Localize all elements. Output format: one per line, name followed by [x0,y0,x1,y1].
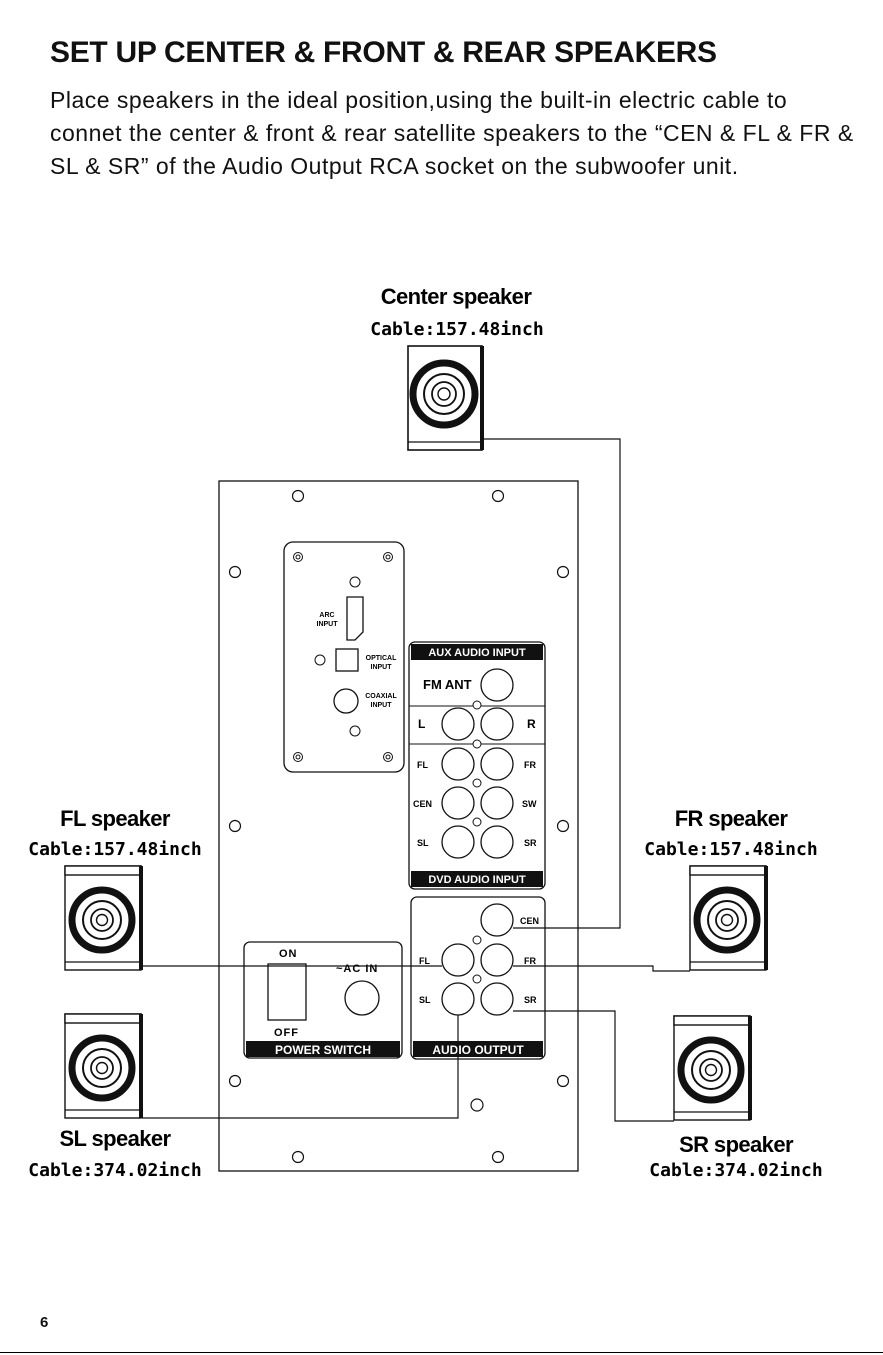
sr-speaker-label: SR speaker [679,1132,794,1157]
output-fr-jack [480,943,514,977]
fm-ant-label: FM ANT [423,677,472,692]
output-sr-jack [480,982,514,1016]
sr-speaker-cable: Cable:374.02inch [649,1160,822,1181]
aux-dvd-input-panel: AUX AUDIO INPUT FM ANT L R FL FR CEN SW … [408,641,546,890]
sr-speaker-icon [674,1016,750,1120]
audio-output-label: AUDIO OUTPUT [432,1043,524,1057]
center-cable [482,438,621,929]
fr-speaker-icon [690,866,766,970]
fl-speaker-label: FL speaker [60,806,171,831]
aux-audio-input-label: AUX AUDIO INPUT [428,647,526,659]
page-title: SET UP CENTER & FRONT & REAR SPEAKERS [50,36,717,69]
page-number: 6 [40,1314,49,1331]
fr-speaker-cable: Cable:157.48inch [644,839,817,860]
coaxial-input-label-1: COAXIAL [365,693,397,700]
digital-input-plate: ARC INPUT OPTICAL INPUT COAXIAL INPUT [283,541,405,773]
output-cen-label: CEN [520,916,539,926]
fm-antenna-jack [480,668,514,702]
bottom-rule [0,1352,883,1353]
power-off-label: OFF [274,1027,299,1039]
output-fr-label: FR [524,956,536,966]
center-speaker-label: Center speaker [381,284,533,309]
dvd-fl-label: FL [417,760,428,770]
dvd-cen-label: CEN [413,799,432,809]
ac-in-label: ~AC IN [336,963,378,975]
arc-input-label-2: INPUT [317,621,339,628]
rca-jacks [441,707,514,859]
fr-speaker-label: FR speaker [675,806,789,831]
hdmi-port-icon [346,596,364,641]
sl-speaker-icon [65,1014,141,1118]
ac-in-socket [344,980,380,1016]
fl-speaker-cable: Cable:157.48inch [28,839,201,860]
fr-cable [513,965,690,972]
center-speaker-icon [408,346,482,450]
sl-cable [142,1015,459,1119]
dvd-sr-label: SR [524,838,537,848]
optical-port-icon [335,648,359,672]
power-switch-panel: ON OFF ~AC IN POWER SWITCH [243,941,403,1059]
optical-input-label-1: OPTICAL [366,655,397,662]
sl-speaker-label: SL speaker [59,1126,171,1151]
sl-speaker-cable: Cable:374.02inch [28,1160,201,1181]
output-sr-label: SR [524,995,537,1005]
power-on-label: ON [279,948,298,960]
coaxial-input-label-2: INPUT [371,702,393,709]
output-fl-jack [441,943,475,977]
aux-right-label: R [527,717,536,731]
speaker-cables [142,438,690,1122]
dvd-sw-label: SW [522,799,537,809]
dvd-fr-label: FR [524,760,536,770]
output-cen-jack [480,903,514,937]
power-switch-label: POWER SWITCH [275,1043,371,1057]
aux-left-label: L [418,717,425,731]
dvd-sl-label: SL [417,838,429,848]
fl-speaker-icon [65,866,141,970]
power-rocker-switch [267,963,307,1021]
dvd-audio-input-label: DVD AUDIO INPUT [428,874,526,886]
output-sl-label: SL [419,995,431,1005]
sr-cable [513,1010,674,1122]
coaxial-port-icon [333,688,359,714]
intro-paragraph: Place speakers in the ideal position,usi… [50,87,854,179]
arc-input-label-1: ARC [319,612,334,619]
center-speaker-cable: Cable:157.48inch [370,319,543,340]
audio-output-panel: CEN FL FR SL SR AUDIO OUTPUT [410,896,546,1060]
output-fl-label: FL [419,956,430,966]
optical-input-label-2: INPUT [371,664,393,671]
